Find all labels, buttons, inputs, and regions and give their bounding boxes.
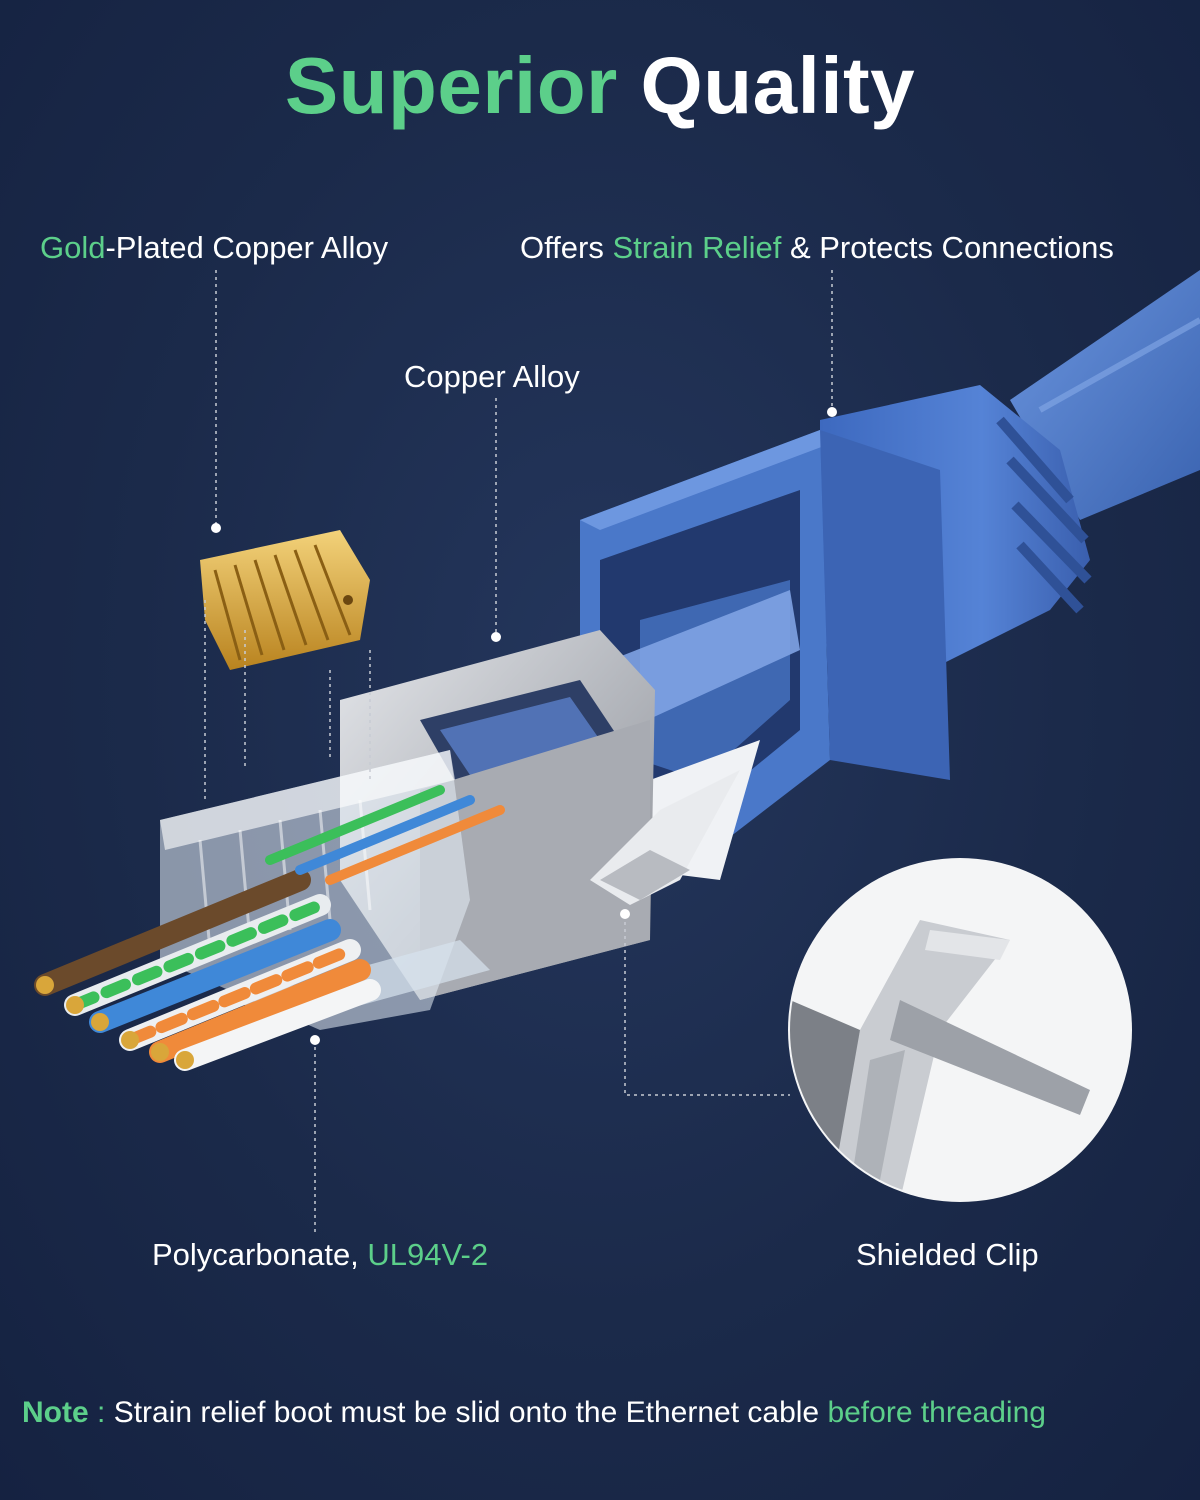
clip-tab (590, 770, 740, 905)
poly-highlight: UL94V-2 (367, 1237, 489, 1272)
copper-text: Copper Alloy (404, 359, 580, 394)
clip-text: Shielded Clip (856, 1237, 1039, 1272)
poly-pre: Polycarbonate, (152, 1237, 368, 1272)
strain-highlight: Strain Relief (612, 230, 782, 265)
note-label: Note (22, 1396, 89, 1429)
strain-pre: Offers (520, 230, 613, 265)
note-highlight: before threading (827, 1396, 1046, 1429)
title-highlight: Superior (284, 41, 618, 130)
page-title: Superior Quality (0, 40, 1200, 132)
conductor-wires (34, 785, 505, 1071)
callout-gold-plated: Gold-Plated Copper Alloy (40, 230, 388, 266)
callout-dots (211, 407, 837, 1045)
callout-strain-relief: Offers Strain Relief & Protects Connecti… (520, 230, 1114, 266)
gold-highlight: Gold (40, 230, 106, 265)
shielded-clip-inset (788, 858, 1132, 1202)
strain-post: & Protects Connections (781, 230, 1114, 265)
gold-contacts (200, 530, 370, 670)
callout-shielded-clip: Shielded Clip (856, 1237, 1039, 1273)
callout-leader-lines (204, 270, 833, 1235)
callout-polycarbonate: Polycarbonate, UL94V-2 (152, 1237, 488, 1273)
gold-rest: -Plated Copper Alloy (105, 230, 389, 265)
note-separator: : (88, 1396, 114, 1429)
strain-relief-boot (580, 385, 1092, 860)
title-rest: Quality (640, 41, 916, 130)
callout-copper-alloy: Copper Alloy (404, 359, 580, 395)
note-line: Note : Strain relief boot must be slid o… (22, 1396, 1046, 1430)
note-text: Strain relief boot must be slid onto the… (113, 1396, 828, 1429)
